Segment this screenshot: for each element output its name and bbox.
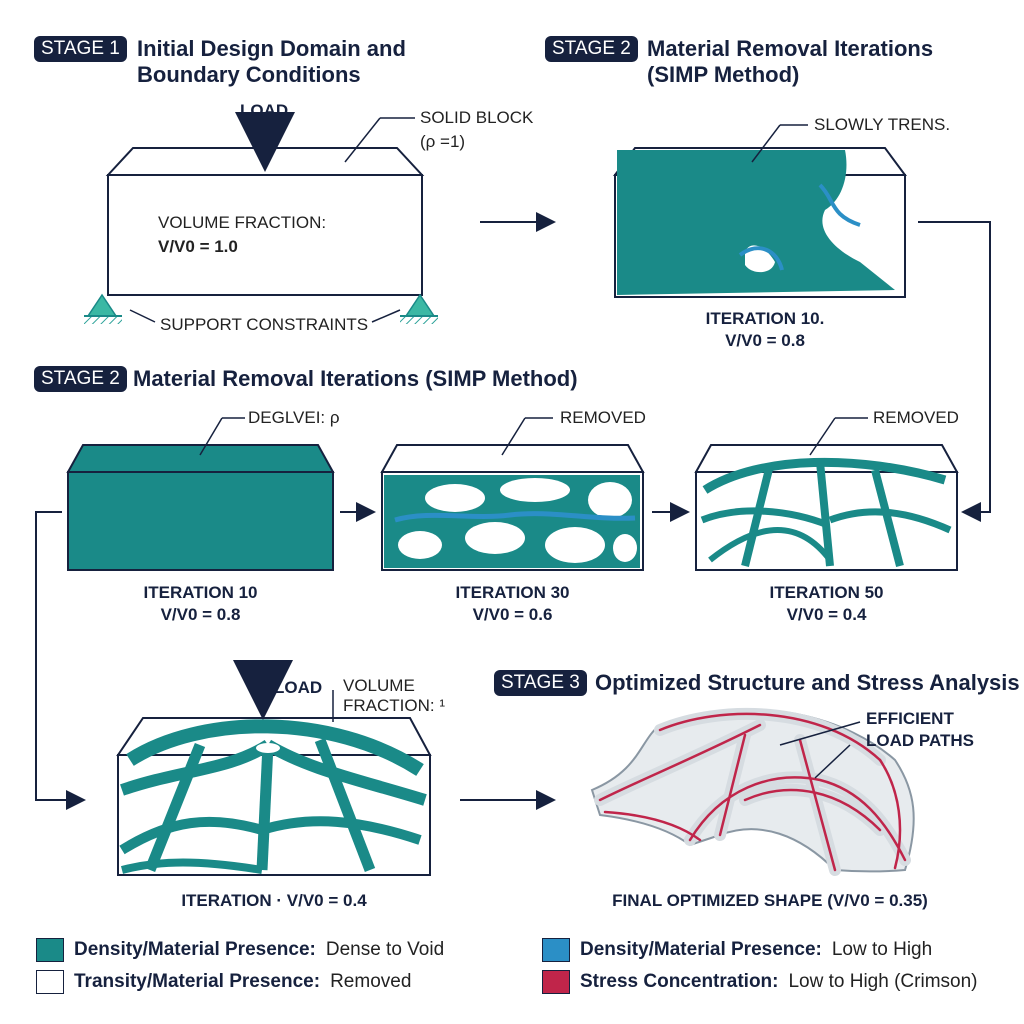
optimized-shape xyxy=(590,708,915,876)
stage2-row-badge: STAGE 2 xyxy=(34,366,127,392)
final-shape-caption: FINAL OPTIMIZED SHAPE (V/V0 = 0.35) xyxy=(612,891,928,910)
bottom-iteration-block xyxy=(116,717,432,876)
legend-bold-4: Stress Concentration: xyxy=(580,971,779,992)
flow-connector-left xyxy=(35,511,86,810)
bottom-load-label: LOAD xyxy=(274,678,323,697)
iteration-10-vf: V/V0 = 0.8 xyxy=(160,605,241,624)
density-leader xyxy=(199,417,223,456)
legend-swatch-crimson xyxy=(542,970,570,994)
load-paths-label-2: LOAD PATHS xyxy=(866,731,974,750)
stage3-title: Optimized Structure and Stress Analysis xyxy=(595,670,1020,695)
stage2-top-vf: V/V0 = 0.8 xyxy=(725,331,805,350)
stage1-load-label: LOAD xyxy=(240,101,289,120)
legend-text-1: Dense to Void xyxy=(325,939,445,960)
stage1-badge: STAGE 1 xyxy=(34,36,127,62)
stage2-top-title-line1: Material Removal Iterations xyxy=(647,36,934,61)
volume-fraction-value: V/V0 = 1.0 xyxy=(158,237,238,256)
stage1-title-line2: Boundary Conditions xyxy=(137,62,361,87)
stage1-title-line1: Initial Design Domain and xyxy=(137,36,406,61)
solid-block-label: SOLID BLOCK xyxy=(420,108,534,127)
legend-item-density: Density/Material Presence: Dense to Void xyxy=(36,938,444,962)
flow-connector-right xyxy=(918,221,991,522)
load-paths-leader-2 xyxy=(779,721,861,746)
stage2-top-title-line2: (SIMP Method) xyxy=(647,62,800,87)
iteration-30-caption: ITERATION 30 xyxy=(455,583,570,602)
removed-note-1: REMOVED xyxy=(560,408,646,427)
load-paths-label-1: EFFICIENT xyxy=(866,709,954,728)
iteration-50-caption: ITERATION 50 xyxy=(769,583,884,602)
legend-bold-1: Density/Material Presence: xyxy=(74,939,316,960)
legend-swatch-white xyxy=(36,970,64,994)
support-leader-right xyxy=(371,309,401,323)
stage2-top-caption: ITERATION 10. xyxy=(705,309,825,328)
density-note: DEGLVEI: ρ xyxy=(248,408,340,427)
legend-swatch-blue xyxy=(542,938,570,962)
legend-item-stress: Stress Concentration: Low to High (Crims… xyxy=(542,970,977,994)
stage2-row-title: Material Removal Iterations (SIMP Method… xyxy=(133,366,578,391)
iteration-50-vf: V/V0 = 0.4 xyxy=(786,605,867,624)
removed-note-2: REMOVED xyxy=(873,408,959,427)
solid-block-leader xyxy=(344,117,381,163)
legend-swatch-teal xyxy=(36,938,64,962)
left-support-icon xyxy=(84,293,122,324)
legend-bold-2: Transity/Material Presence: xyxy=(74,971,321,992)
volume-fraction-label: VOLUME FRACTION: xyxy=(158,213,327,232)
iteration-50-block xyxy=(694,444,959,571)
density-rho-label: (ρ =1) xyxy=(420,132,466,151)
stage1-solid-block xyxy=(105,147,425,296)
legend-text-2: Removed xyxy=(330,971,412,992)
stage2-top-block xyxy=(613,147,907,298)
iteration-10-block xyxy=(66,444,335,571)
legend-text-4: Low to High (Crimson) xyxy=(788,971,978,992)
bottom-iteration-caption: ITERATION · V/V0 = 0.4 xyxy=(181,891,367,910)
removed-leader-1 xyxy=(501,417,526,456)
stage2-top-badge: STAGE 2 xyxy=(545,36,638,62)
load-paths-leader xyxy=(814,744,851,779)
trend-note: SLOWLY TRENS. xyxy=(814,115,951,134)
stage3-badge: STAGE 3 xyxy=(494,670,587,696)
support-leader-left xyxy=(129,309,156,323)
legend-bold-3: Density/Material Presence: xyxy=(580,939,822,960)
legend-item-removed: Transity/Material Presence: Removed xyxy=(36,970,411,994)
bottom-volume-label-1: VOLUME xyxy=(343,676,415,695)
legend-item-density-blue: Density/Material Presence: Low to High xyxy=(542,938,932,962)
bottom-volume-label-2: FRACTION: ¹ xyxy=(343,696,445,715)
iteration-30-block xyxy=(380,444,645,571)
trend-leader xyxy=(751,124,781,163)
support-constraints-label: SUPPORT CONSTRAINTS xyxy=(160,315,369,334)
iteration-10-caption: ITERATION 10 xyxy=(143,583,258,602)
iteration-30-vf: V/V0 = 0.6 xyxy=(472,605,553,624)
removed-leader-2 xyxy=(809,417,836,456)
right-support-icon xyxy=(400,293,438,324)
legend-text-3: Low to High xyxy=(831,939,933,960)
